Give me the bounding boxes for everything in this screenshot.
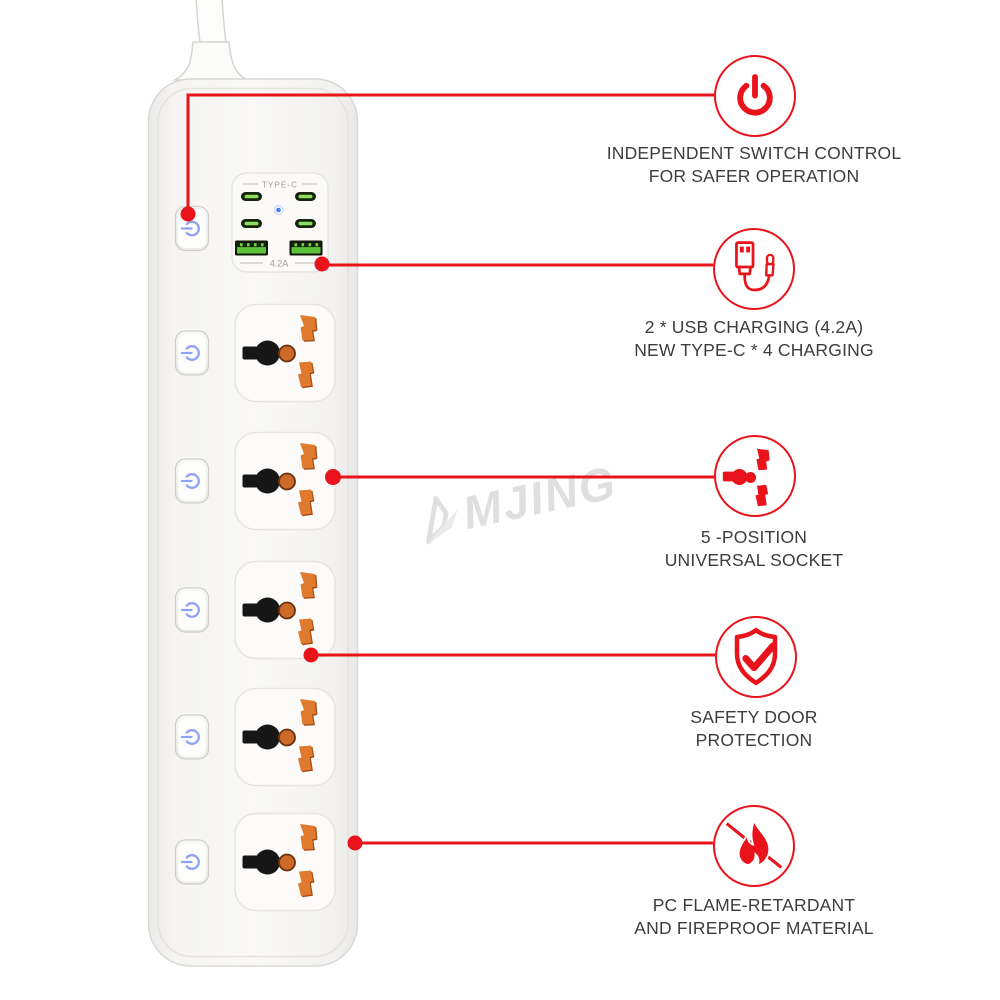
callout-circle-usb bbox=[713, 228, 795, 310]
no-fire-icon bbox=[725, 818, 783, 869]
usb-a-port bbox=[235, 240, 268, 256]
callout-anchor-dots bbox=[180, 206, 363, 851]
callout-dot bbox=[180, 206, 196, 222]
typec-port bbox=[241, 192, 262, 201]
callout-dot bbox=[314, 256, 330, 272]
power-switch bbox=[174, 713, 210, 761]
callout-dot bbox=[347, 835, 363, 851]
callout-circle-safety bbox=[715, 616, 797, 698]
callout-line: UNIVERSAL SOCKET bbox=[664, 550, 844, 570]
typec-label: TYPE-C bbox=[262, 181, 298, 190]
callout-line: SAFETY DOOR bbox=[690, 707, 818, 727]
usb-a-port bbox=[289, 240, 323, 256]
callout-dot bbox=[303, 647, 319, 663]
typec-port bbox=[295, 192, 316, 201]
callout-line: INDEPENDENT SWITCH CONTROL bbox=[606, 143, 902, 163]
callout-text-safety: SAFETY DOOR PROTECTION bbox=[534, 706, 974, 752]
power-switch bbox=[174, 457, 210, 505]
callout-connector-lines bbox=[186, 93, 715, 845]
power-switch bbox=[174, 586, 210, 634]
callout-text-fireproof: PC FLAME-RETARDANT AND FIREPROOF MATERIA… bbox=[534, 894, 974, 940]
power-switch bbox=[174, 329, 210, 377]
callout-line: NEW TYPE-C * 4 CHARGING bbox=[634, 340, 874, 360]
power-switch bbox=[174, 838, 210, 886]
callout-circle-socket bbox=[714, 435, 796, 517]
power-icon bbox=[737, 74, 773, 116]
callout-line: 5 -POSITION bbox=[700, 527, 808, 547]
universal-socket-icon bbox=[722, 448, 770, 507]
callout-text-usb: 2 * USB CHARGING (4.2A) NEW TYPE-C * 4 C… bbox=[534, 316, 974, 362]
typec-port bbox=[295, 219, 316, 228]
callout-circle-fireproof bbox=[713, 805, 795, 887]
indicator-led-halo bbox=[273, 205, 284, 215]
callout-line: PC FLAME-RETARDANT bbox=[652, 895, 856, 915]
callout-text-switch: INDEPENDENT SWITCH CONTROL FOR SAFER OPE… bbox=[534, 142, 974, 188]
amp-label: 4.2A bbox=[270, 259, 289, 269]
universal-socket bbox=[234, 687, 336, 787]
callout-line: AND FIREPROOF MATERIAL bbox=[634, 918, 874, 938]
callout-text-socket: 5 -POSITION UNIVERSAL SOCKET bbox=[534, 526, 974, 572]
usb-charging-panel: TYPE-C 4.2A bbox=[231, 172, 329, 273]
usb-cable-icon bbox=[735, 241, 775, 292]
indicator-led bbox=[276, 207, 281, 213]
universal-socket bbox=[234, 303, 336, 403]
universal-socket bbox=[234, 812, 336, 912]
shield-check-icon bbox=[734, 627, 778, 686]
universal-socket bbox=[234, 560, 336, 660]
typec-port bbox=[241, 219, 262, 228]
callout-line: FOR SAFER OPERATION bbox=[648, 166, 860, 186]
callout-line: 2 * USB CHARGING (4.2A) bbox=[644, 317, 864, 337]
callout-line: PROTECTION bbox=[695, 730, 813, 750]
callout-circle-switch bbox=[714, 55, 796, 137]
universal-socket bbox=[234, 431, 336, 531]
callout-dot bbox=[325, 469, 341, 485]
power-cord bbox=[172, 0, 249, 81]
